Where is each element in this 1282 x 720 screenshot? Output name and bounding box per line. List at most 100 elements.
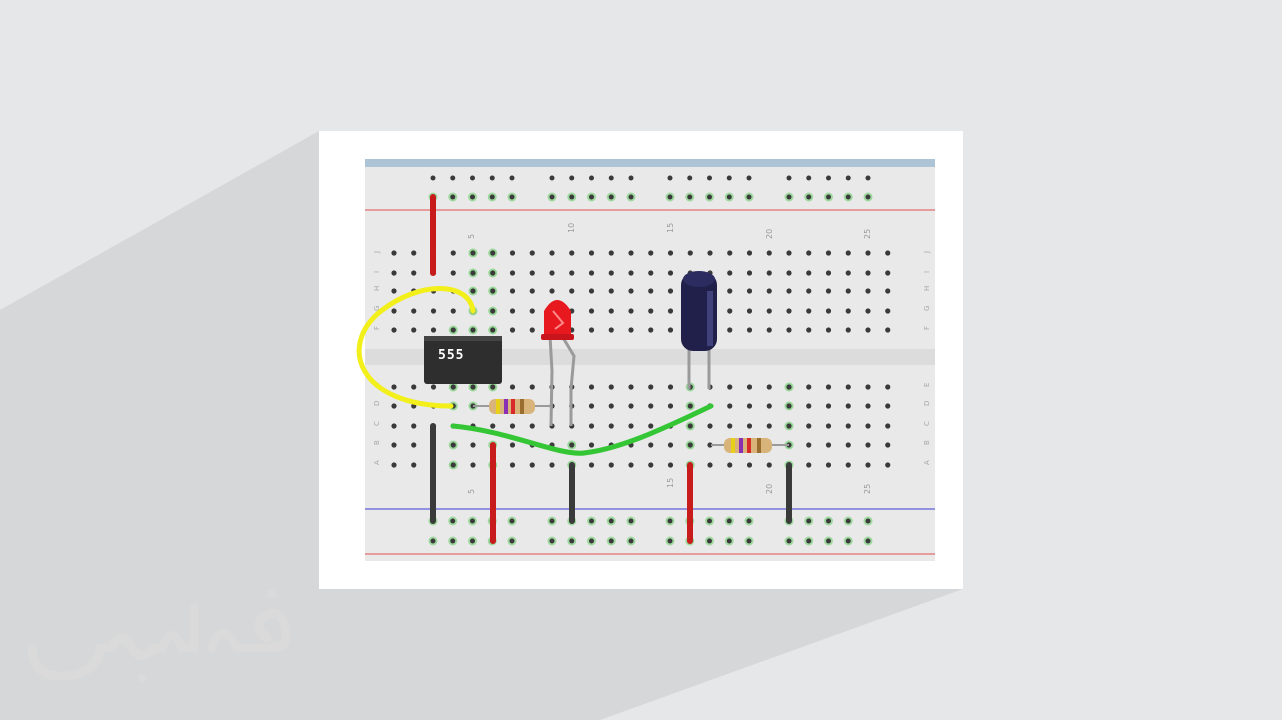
hole bbox=[667, 384, 674, 390]
hole bbox=[648, 308, 654, 314]
hole bbox=[569, 250, 575, 256]
row-letter: A bbox=[923, 460, 931, 465]
center-channel bbox=[365, 349, 935, 365]
hole bbox=[628, 384, 634, 390]
hole bbox=[806, 442, 812, 448]
rail-hole bbox=[470, 194, 475, 200]
hole bbox=[391, 327, 397, 333]
hole bbox=[549, 462, 555, 468]
rail-hole bbox=[746, 538, 752, 544]
rail-hole bbox=[608, 518, 614, 524]
hole bbox=[667, 327, 674, 333]
column-number: 5 bbox=[467, 234, 476, 239]
rail-hole bbox=[569, 175, 575, 181]
rail-hole bbox=[450, 194, 456, 200]
hole bbox=[766, 423, 772, 429]
hole bbox=[391, 403, 397, 409]
hole bbox=[450, 270, 456, 276]
hole bbox=[786, 384, 792, 390]
rail-hole bbox=[569, 194, 575, 200]
hole bbox=[885, 462, 891, 468]
hole bbox=[391, 288, 397, 294]
hole bbox=[628, 462, 634, 468]
hole bbox=[845, 423, 851, 429]
hole bbox=[865, 327, 871, 333]
rail-hole bbox=[628, 538, 634, 544]
hole bbox=[569, 442, 575, 448]
hole bbox=[825, 288, 832, 294]
hole bbox=[885, 423, 891, 429]
hole bbox=[490, 288, 496, 294]
rail-hole bbox=[865, 194, 871, 200]
hole bbox=[766, 288, 772, 294]
hole bbox=[865, 288, 871, 294]
hole bbox=[628, 327, 634, 333]
hole bbox=[648, 250, 654, 256]
hole bbox=[825, 270, 832, 276]
rail-hole bbox=[845, 518, 851, 524]
rail-hole bbox=[726, 175, 732, 181]
hole bbox=[648, 442, 654, 448]
hole bbox=[450, 308, 456, 314]
rail-hole bbox=[608, 538, 614, 544]
hole bbox=[766, 327, 772, 333]
hole bbox=[667, 403, 674, 409]
rail-hole bbox=[786, 538, 792, 544]
hole bbox=[411, 270, 417, 276]
hole bbox=[766, 270, 772, 276]
rail-hole bbox=[806, 175, 812, 181]
hole bbox=[786, 308, 792, 314]
hole bbox=[766, 403, 772, 409]
hole bbox=[746, 270, 753, 276]
row-letter: E bbox=[923, 383, 931, 387]
hole bbox=[411, 308, 417, 314]
row-letter: F bbox=[923, 326, 931, 330]
hole bbox=[786, 250, 792, 256]
hole bbox=[569, 288, 575, 294]
hole bbox=[825, 250, 832, 256]
hole bbox=[825, 403, 832, 409]
hole bbox=[707, 442, 713, 448]
rail-hole bbox=[509, 518, 515, 524]
hole bbox=[549, 250, 555, 256]
hole bbox=[885, 403, 891, 409]
row-letter: H bbox=[923, 286, 931, 291]
hole bbox=[628, 288, 634, 294]
rail-hole bbox=[726, 194, 732, 200]
hole bbox=[470, 462, 476, 468]
hole bbox=[806, 270, 812, 276]
hole bbox=[588, 308, 595, 314]
hole bbox=[786, 270, 792, 276]
rail-hole bbox=[806, 538, 812, 544]
rail-hole bbox=[726, 538, 732, 544]
rail-hole bbox=[667, 194, 673, 200]
hole bbox=[450, 250, 456, 256]
column-number: 25 bbox=[863, 484, 872, 494]
rail-hole bbox=[687, 175, 693, 181]
hole bbox=[490, 384, 496, 390]
hole bbox=[509, 288, 516, 294]
hole bbox=[865, 462, 871, 468]
hole bbox=[430, 308, 437, 314]
row-letter: B bbox=[923, 440, 931, 445]
hole bbox=[786, 288, 792, 294]
hole bbox=[746, 462, 753, 468]
hole bbox=[648, 423, 654, 429]
rail-hole bbox=[430, 538, 436, 544]
hole bbox=[588, 250, 595, 256]
hole bbox=[608, 462, 614, 468]
hole bbox=[450, 442, 456, 448]
hole bbox=[608, 288, 614, 294]
resistor-left bbox=[473, 399, 549, 414]
hole bbox=[825, 327, 832, 333]
hole bbox=[885, 384, 891, 390]
electrolytic-capacitor bbox=[681, 271, 717, 389]
hole bbox=[569, 270, 575, 276]
hole bbox=[529, 462, 535, 468]
watermark-logo bbox=[27, 589, 291, 682]
hole bbox=[608, 423, 614, 429]
hole bbox=[746, 423, 753, 429]
hole bbox=[845, 384, 851, 390]
hole bbox=[628, 250, 634, 256]
